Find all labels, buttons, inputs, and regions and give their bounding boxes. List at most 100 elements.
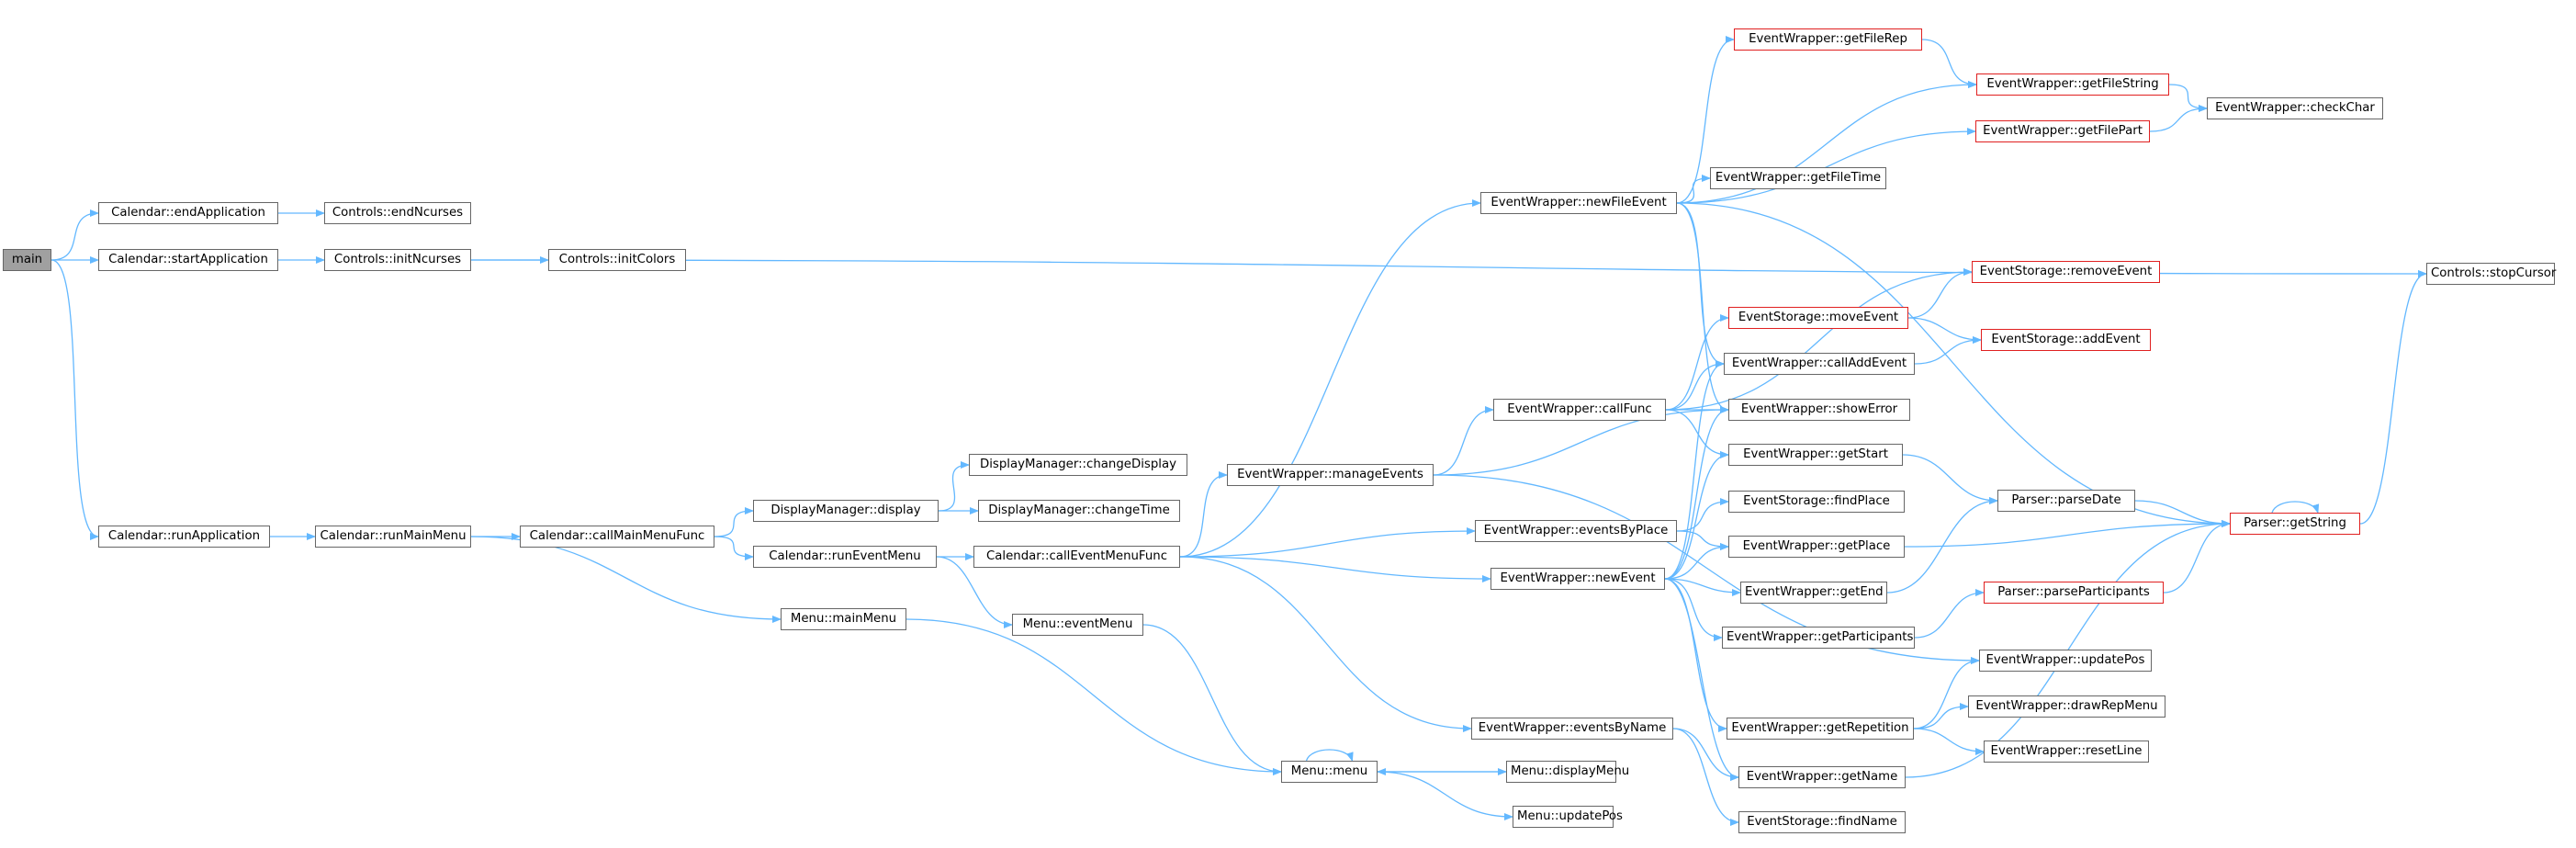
node-ew-byname[interactable]: EventWrapper::eventsByName (1471, 718, 1673, 740)
edge-ew-newevent-to-ew-showerr (1664, 406, 1729, 580)
node-ew-calladd[interactable]: EventWrapper::callAddEvent (1724, 353, 1915, 375)
node-es-remove[interactable]: EventStorage::removeEvent (1972, 261, 2160, 283)
edge-ew-getstart-to-p-parsedate (1902, 454, 1998, 504)
node-p-parsedate[interactable]: Parser::parseDate (1997, 490, 2135, 512)
node-ew-byplace[interactable]: EventWrapper::eventsByPlace (1475, 520, 1677, 542)
node-ew-getend[interactable]: EventWrapper::getEnd (1740, 582, 1887, 604)
edge-ew-newevent-to-ew-getplace (1664, 543, 1729, 580)
edge-cal-callevent-to-ew-newfile (1179, 199, 1481, 558)
edge-cal-callevent-to-ew-byname (1179, 556, 1472, 732)
node-ew-getname[interactable]: EventWrapper::getName (1738, 766, 1906, 788)
edge-menu-event-to-menu-menu (1142, 624, 1282, 775)
edge-ew-newfile-to-ew-getfilerep (1676, 36, 1735, 204)
node-es-move[interactable]: EventStorage::moveEvent (1728, 307, 1908, 329)
node-ew-newevent[interactable]: EventWrapper::newEvent (1490, 568, 1665, 590)
node-ew-callfunc[interactable]: EventWrapper::callFunc (1493, 399, 1666, 421)
node-ew-resetline[interactable]: EventWrapper::resetLine (1984, 741, 2149, 763)
node-ew-showerr[interactable]: EventWrapper::showError (1728, 399, 1910, 421)
node-ctl-initn[interactable]: Controls::initNcurses (324, 249, 471, 271)
edge-cal-callmain-to-dm-display (714, 507, 754, 537)
edge-cal-callevent-to-ew-manage (1179, 471, 1228, 558)
node-es-add[interactable]: EventStorage::addEvent (1981, 329, 2151, 351)
node-menu-update[interactable]: Menu::updatePos (1513, 806, 1623, 828)
edge-ew-getfilepart-to-ew-checkchar (2149, 105, 2208, 132)
node-ew-getstart[interactable]: EventWrapper::getStart (1728, 444, 1903, 466)
edge-ew-manage-to-ew-callfunc (1433, 406, 1494, 476)
node-ew-getplace[interactable]: EventWrapper::getPlace (1728, 536, 1905, 558)
node-menu-event[interactable]: Menu::eventMenu (1012, 614, 1143, 636)
node-cal-callevent[interactable]: Calendar::callEventMenuFunc (973, 546, 1180, 568)
node-p-parsepart[interactable]: Parser::parseParticipants (1984, 582, 2164, 604)
edge-ew-newevent-to-ew-getstart (1664, 451, 1729, 580)
node-ctl-initc[interactable]: Controls::initColors (548, 249, 686, 271)
edge-es-move-to-es-remove (1907, 268, 1973, 319)
edge-p-parsedate-to-p-getstring (2134, 500, 2231, 527)
edge-ew-getfilerep-to-ew-getfilestr (1921, 39, 1977, 88)
edge-cal-callevent-to-ew-byplace (1179, 527, 1476, 558)
node-dm-changetime[interactable]: DisplayManager::changeTime (978, 500, 1180, 522)
node-es-findname[interactable]: EventStorage::findName (1738, 811, 1906, 833)
edge-ew-newevent-to-ew-getend (1664, 578, 1741, 596)
edge-dm-display-to-dm-changedisp (938, 461, 970, 512)
node-ew-getrep[interactable]: EventWrapper::getRepetition (1727, 718, 1914, 740)
node-menu-display[interactable]: Menu::displayMenu (1506, 761, 1629, 783)
edge-p-getstring-to-ctl-stopcursor (2359, 270, 2427, 525)
edge-ew-getrep-to-ew-drawrep (1913, 703, 1969, 729)
node-menu-menu[interactable]: Menu::menu (1281, 761, 1378, 783)
edge-cal-callmain-to-cal-runevent (714, 536, 754, 560)
edge-ew-manage-to-ew-showerr (1433, 406, 1729, 476)
edge-ew-callfunc-to-es-move (1665, 314, 1729, 411)
node-ctl-stopcursor[interactable]: Controls::stopCursor (2426, 263, 2556, 285)
edge-ew-byplace-to-es-findplace (1676, 498, 1729, 532)
node-main[interactable]: main (3, 249, 51, 271)
edge-cal-runevent-to-menu-event (936, 556, 1013, 628)
node-cal-run[interactable]: Calendar::runApplication (98, 526, 270, 548)
edge-menu-menu-to-menu-menu (1305, 749, 1354, 762)
edge-menu-main-to-menu-menu (906, 618, 1282, 775)
edge-ew-getfilestr-to-ew-checkchar (2168, 84, 2208, 112)
edge-ew-getpart-to-p-parsepart (1914, 589, 1985, 639)
edge-ew-callfunc-to-ew-getstart (1665, 409, 1729, 458)
edge-ew-calladd-to-es-add (1914, 336, 1982, 365)
node-ew-newfile[interactable]: EventWrapper::newFileEvent (1480, 192, 1677, 214)
edge-ew-getrep-to-ew-resetline (1913, 728, 1985, 755)
edge-main-to-cal-end (51, 209, 99, 261)
edge-ew-newfile-to-ew-getfilestr (1676, 81, 1977, 204)
node-ctl-endn[interactable]: Controls::endNcurses (324, 202, 471, 224)
edge-ew-manage-to-ew-updatepos (1433, 474, 1980, 664)
node-p-getstring[interactable]: Parser::getString (2230, 513, 2360, 535)
node-ew-getfilestr[interactable]: EventWrapper::getFileString (1976, 73, 2169, 96)
edge-main-to-cal-run (51, 259, 99, 540)
node-dm-changedisp[interactable]: DisplayManager::changeDisplay (969, 454, 1187, 476)
edge-ew-byname-to-ew-getname (1672, 728, 1739, 781)
edge-ew-newfile-to-ew-showerr (1676, 202, 1729, 413)
node-ew-getfilerep[interactable]: EventWrapper::getFileRep (1734, 28, 1922, 51)
node-ew-getpart[interactable]: EventWrapper::getParticipants (1722, 627, 1915, 649)
node-cal-end[interactable]: Calendar::endApplication (98, 202, 278, 224)
edge-ew-newfile-to-ew-getfiletime (1676, 175, 1711, 204)
node-es-findplace[interactable]: EventStorage::findPlace (1728, 491, 1905, 513)
node-ew-checkchar[interactable]: EventWrapper::checkChar (2207, 97, 2383, 119)
edge-ew-byname-to-es-findname (1672, 728, 1739, 826)
edge-cal-callevent-to-ew-newevent (1179, 556, 1491, 582)
node-cal-callmain[interactable]: Calendar::callMainMenuFunc (520, 526, 714, 548)
node-menu-main[interactable]: Menu::mainMenu (781, 608, 906, 630)
node-dm-display[interactable]: DisplayManager::display (753, 500, 939, 522)
edge-ew-getplace-to-p-getstring (1904, 520, 2231, 548)
edge-menu-menu-to-menu-update (1377, 771, 1513, 820)
node-ew-getfiletime[interactable]: EventWrapper::getFileTime (1710, 167, 1886, 189)
edge-p-parsepart-to-p-getstring (2163, 520, 2231, 594)
edge-ew-newevent-to-ew-calladd (1664, 360, 1725, 580)
node-cal-runmain[interactable]: Calendar::runMainMenu (315, 526, 471, 548)
node-ew-updatepos[interactable]: EventWrapper::updatePos (1979, 650, 2152, 672)
edge-ew-callfunc-to-ew-calladd (1665, 360, 1725, 411)
node-ew-manage[interactable]: EventWrapper::manageEvents (1227, 464, 1434, 486)
node-ew-drawrep[interactable]: EventWrapper::drawRepMenu (1968, 695, 2165, 718)
node-cal-runevent[interactable]: Calendar::runEventMenu (753, 546, 937, 568)
edge-p-getstring-to-p-getstring (2271, 501, 2320, 514)
edge-ew-newevent-to-ew-getname (1664, 578, 1739, 781)
node-cal-start[interactable]: Calendar::startApplication (98, 249, 278, 271)
node-ew-getfilepart[interactable]: EventWrapper::getFilePart (1975, 120, 2150, 142)
